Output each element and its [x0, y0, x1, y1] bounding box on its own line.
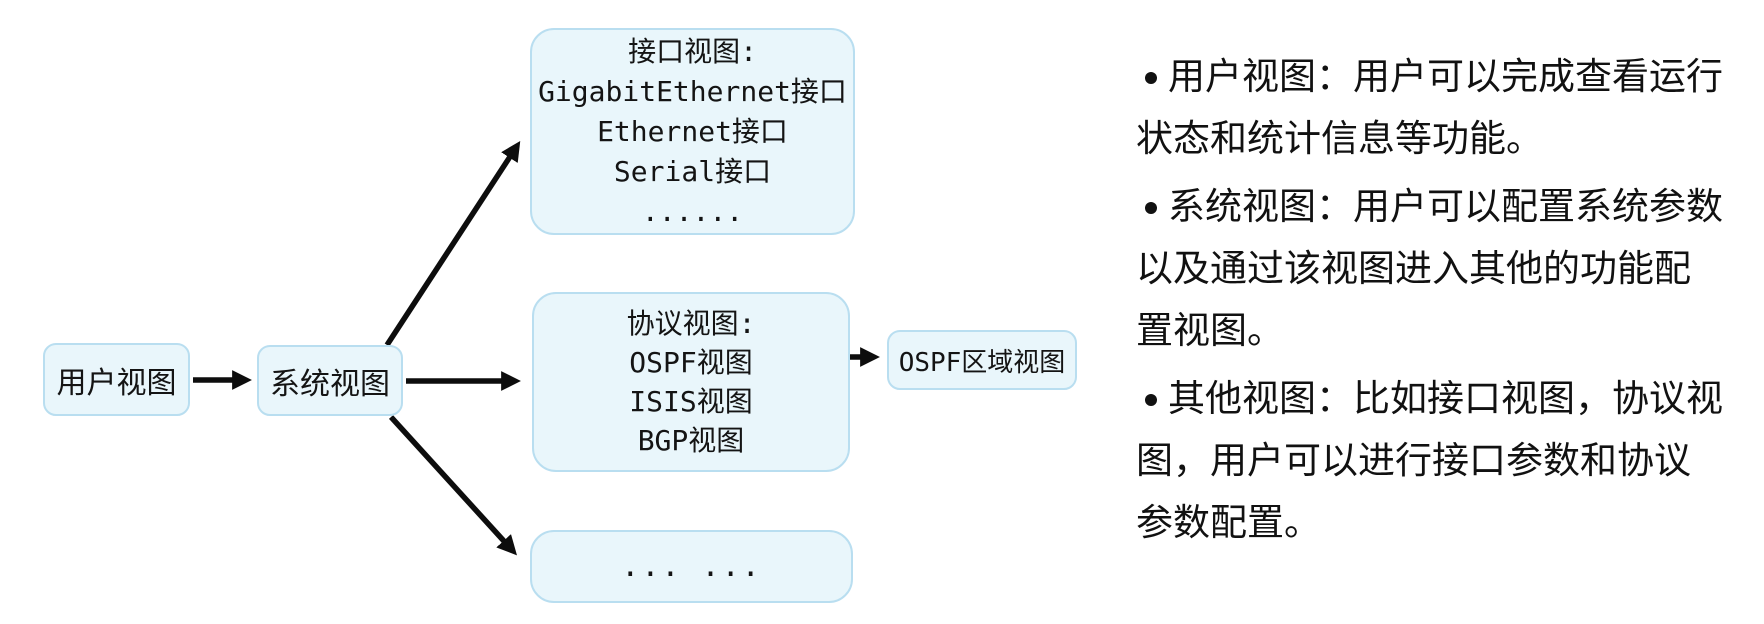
- other-views-box: ... ...: [530, 530, 853, 603]
- notes-list: 用户视图：用户可以完成查看运行 状态和统计信息等功能。 系统视图：用户可以配置系…: [1136, 47, 1751, 561]
- list-item: 系统视图：用户可以配置系统参数 以及通过该视图进入其他的功能配 置视图。: [1136, 177, 1751, 363]
- interface-box-line: Serial接口: [613, 154, 772, 188]
- other-views-ellipsis: ... ...: [621, 549, 762, 584]
- note-text-line: 用户视图：用户可以完成查看运行: [1168, 57, 1723, 98]
- protocol-box-line: BGP视图: [637, 424, 745, 457]
- note-text-line: 置视图。: [1136, 311, 1284, 352]
- list-item: 其他视图：比如接口视图，协议视 图，用户可以进行接口参数和协议 参数配置。: [1136, 369, 1751, 555]
- arrow-system-to-others: [388, 415, 517, 556]
- protocol-box-line: ISIS视图: [629, 385, 753, 418]
- note-text-line: 参数配置。: [1136, 503, 1321, 544]
- note-text-line: 状态和统计信息等功能。: [1136, 119, 1543, 160]
- arrow-system-to-interface: [384, 141, 521, 347]
- note-text-line: 图，用户可以进行接口参数和协议: [1136, 441, 1691, 482]
- user-view-box: 用户视图: [43, 343, 190, 416]
- note-text-line: 系统视图：用户可以配置系统参数: [1168, 187, 1723, 228]
- interface-box-line: GigabitEthernet接口: [538, 74, 847, 108]
- system-view-label: 系统视图: [270, 366, 390, 402]
- ospf-area-view-box: OSPF区域视图: [887, 330, 1077, 390]
- bullet-icon: [1145, 394, 1157, 406]
- protocol-box-line: OSPF视图: [629, 346, 753, 379]
- interface-box-title: 接口视图:: [628, 34, 757, 68]
- list-item: 用户视图：用户可以完成查看运行 状态和统计信息等功能。: [1136, 47, 1751, 171]
- interface-box-ellipsis: ......: [641, 194, 744, 228]
- ospf-area-label: OSPF区域视图: [898, 347, 1066, 378]
- protocol-view-box: 协议视图: OSPF视图 ISIS视图 BGP视图: [532, 292, 850, 472]
- note-text-line: 以及通过该视图进入其他的功能配: [1136, 249, 1691, 290]
- interface-view-box: 接口视图: GigabitEthernet接口 Ethernet接口 Seria…: [530, 28, 855, 235]
- note-text-line: 其他视图：比如接口视图，协议视: [1168, 379, 1723, 420]
- user-view-label: 用户视图: [56, 365, 177, 401]
- interface-box-line: Ethernet接口: [597, 114, 788, 148]
- system-view-box: 系统视图: [257, 345, 403, 416]
- bullet-icon: [1145, 202, 1157, 214]
- bullet-icon: [1145, 72, 1157, 84]
- protocol-box-title: 协议视图:: [626, 307, 756, 340]
